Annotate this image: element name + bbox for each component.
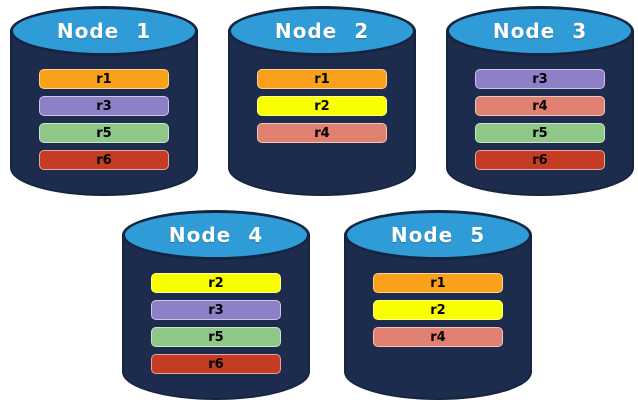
replica-label: r4	[314, 125, 330, 141]
replica-label: r6	[208, 356, 224, 372]
replica-bar-r1: r1	[257, 69, 387, 89]
node-title: Node 4	[168, 223, 264, 247]
database-node-5: Node 5 r1 r2 r4	[344, 210, 532, 400]
replica-bar-r2: r2	[373, 300, 503, 320]
replica-bar-r6: r6	[151, 354, 281, 374]
replica-bar-r4: r4	[373, 327, 503, 347]
cylinder-top-ellipse: Node 5	[344, 210, 532, 260]
replica-bar-r1: r1	[373, 273, 503, 293]
replica-bar-r4: r4	[257, 123, 387, 143]
replica-label: r5	[208, 329, 224, 345]
cylinder-top-ellipse: Node 1	[10, 6, 198, 56]
replica-label: r1	[430, 275, 446, 291]
replica-list: r1 r3 r5 r6	[10, 69, 198, 170]
replica-list: r3 r4 r5 r6	[446, 69, 634, 170]
replica-label: r2	[208, 275, 224, 291]
node-title: Node 2	[274, 19, 370, 43]
replica-list: r2 r3 r5 r6	[122, 273, 310, 374]
node-title: Node 1	[56, 19, 152, 43]
replica-bar-r6: r6	[39, 150, 169, 170]
replica-bar-r4: r4	[475, 96, 605, 116]
replica-bar-r2: r2	[257, 96, 387, 116]
replica-bar-r5: r5	[151, 327, 281, 347]
replica-label: r5	[96, 125, 112, 141]
replica-bar-r3: r3	[39, 96, 169, 116]
replica-bar-r1: r1	[39, 69, 169, 89]
replica-label: r3	[208, 302, 224, 318]
node-row-bottom: Node 4 r2 r3 r5 r6 Node 5 r1 r2 r4	[0, 210, 532, 400]
replica-bar-r5: r5	[475, 123, 605, 143]
replica-bar-r6: r6	[475, 150, 605, 170]
replica-label: r1	[314, 71, 330, 87]
replica-label: r6	[96, 152, 112, 168]
replica-label: r4	[532, 98, 548, 114]
replica-bar-r5: r5	[39, 123, 169, 143]
database-node-3: Node 3 r3 r4 r5 r6	[446, 6, 634, 196]
replica-label: r6	[532, 152, 548, 168]
database-node-2: Node 2 r1 r2 r4	[228, 6, 416, 196]
replica-list: r1 r2 r4	[228, 69, 416, 143]
replica-label: r3	[532, 71, 548, 87]
replica-label: r5	[532, 125, 548, 141]
replica-bar-r3: r3	[475, 69, 605, 89]
cylinder-top-ellipse: Node 2	[228, 6, 416, 56]
replica-label: r4	[430, 329, 446, 345]
replica-bar-r2: r2	[151, 273, 281, 293]
cylinder-top-ellipse: Node 4	[122, 210, 310, 260]
replica-bar-r3: r3	[151, 300, 281, 320]
replica-list: r1 r2 r4	[344, 273, 532, 347]
replica-label: r3	[96, 98, 112, 114]
replica-label: r1	[96, 71, 112, 87]
cylinder-top-ellipse: Node 3	[446, 6, 634, 56]
database-node-4: Node 4 r2 r3 r5 r6	[122, 210, 310, 400]
node-title: Node 5	[390, 223, 486, 247]
replica-label: r2	[430, 302, 446, 318]
replica-label: r2	[314, 98, 330, 114]
node-title: Node 3	[492, 19, 588, 43]
database-node-1: Node 1 r1 r3 r5 r6	[10, 6, 198, 196]
